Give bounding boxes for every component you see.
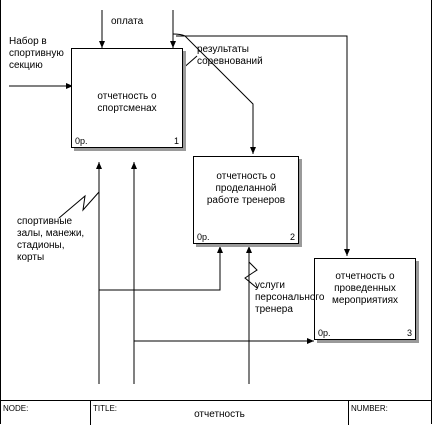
diagram-footer: NODE: TITLE: отчетность NUMBER: bbox=[1, 400, 432, 425]
arrow-wires bbox=[9, 10, 350, 384]
label-payment: оплата bbox=[111, 16, 144, 27]
results-arrow bbox=[180, 55, 198, 71]
footer-title-label: TITLE: bbox=[93, 404, 118, 413]
activity-box-3-cost: 0р. bbox=[318, 328, 331, 338]
footer-title-value: отчетность bbox=[194, 409, 245, 420]
activity-box-1-cost: 0р. bbox=[75, 136, 88, 146]
activity-box-3-title: отчетность о проведенных мероприятиях bbox=[331, 271, 399, 306]
control-branch-to-box3 bbox=[176, 35, 350, 256]
services-leader bbox=[244, 261, 258, 289]
activity-box-1-number: 1 bbox=[173, 136, 179, 146]
activity-box-1[interactable]: отчетность о спортсменах 0р. 1 bbox=[71, 48, 183, 148]
footer-node-label: NODE: bbox=[3, 404, 29, 413]
footer-number-cell: NUMBER: bbox=[349, 401, 432, 425]
facilities-leader bbox=[58, 191, 100, 219]
activity-box-3-number: 3 bbox=[406, 328, 412, 338]
activity-box-3[interactable]: отчетность о проведенных мероприятиях 0р… bbox=[314, 258, 416, 340]
label-facilities: спортивные залы, манежи, стадионы, корты bbox=[17, 216, 85, 263]
activity-box-2-cost: 0р. bbox=[197, 232, 210, 242]
footer-node-cell: NODE: bbox=[1, 401, 91, 425]
activity-box-1-title: отчетность о спортсменах bbox=[97, 91, 157, 114]
footer-number-label: NUMBER: bbox=[351, 404, 388, 413]
mechanism-box1-right bbox=[134, 318, 318, 384]
activity-box-2-number: 2 bbox=[289, 232, 295, 242]
activity-box-2[interactable]: отчетность о проделанной работе тренеров… bbox=[193, 156, 299, 244]
activity-box-2-title: отчетность о проделанной работе тренеров bbox=[206, 171, 286, 206]
mechanism-to-box2-left bbox=[99, 246, 223, 291]
label-services: услуги персонального тренера bbox=[255, 280, 325, 315]
label-results: результаты соревнований bbox=[197, 44, 263, 67]
label-input: Набор в спортивную секцию bbox=[9, 36, 64, 71]
footer-title-cell: TITLE: отчетность bbox=[91, 401, 349, 425]
